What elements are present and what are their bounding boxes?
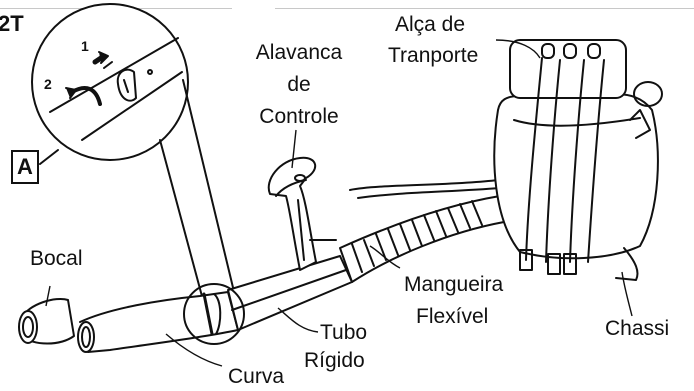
detail-pointer bbox=[40, 150, 58, 164]
label-nozzle: Bocal bbox=[30, 246, 110, 271]
label-control-lever-line2: de bbox=[234, 72, 364, 97]
flexible-hose-drawing bbox=[340, 180, 504, 282]
label-flexible-hose-line1: Mangueira bbox=[404, 272, 524, 297]
lever-drawing bbox=[269, 158, 336, 270]
label-flexible-hose-line2: Flexível bbox=[416, 304, 526, 329]
label-control-lever-line1: Alavanca bbox=[234, 40, 364, 65]
backpack-drawing bbox=[494, 40, 662, 280]
label-bend: Curva bbox=[228, 364, 308, 389]
label-rigid-tube-line2: Rígido bbox=[304, 348, 384, 373]
label-carry-handle-line1: Alça de bbox=[395, 12, 495, 37]
label-chassis: Chassi bbox=[605, 316, 693, 341]
detail-step-2: 2 bbox=[44, 76, 52, 92]
model-tag: 2T bbox=[0, 11, 24, 37]
magnifier-leader-right bbox=[183, 80, 236, 300]
detail-magnifier bbox=[32, 4, 188, 160]
magnifier-leader-left bbox=[160, 140, 203, 300]
label-rigid-tube-line1: Tubo bbox=[320, 320, 390, 345]
detail-step-1: 1 bbox=[81, 38, 89, 54]
label-carry-handle-line2: Tranporte bbox=[388, 43, 508, 68]
detail-badge: A bbox=[11, 150, 39, 184]
label-control-lever-line3: Controle bbox=[234, 104, 364, 129]
